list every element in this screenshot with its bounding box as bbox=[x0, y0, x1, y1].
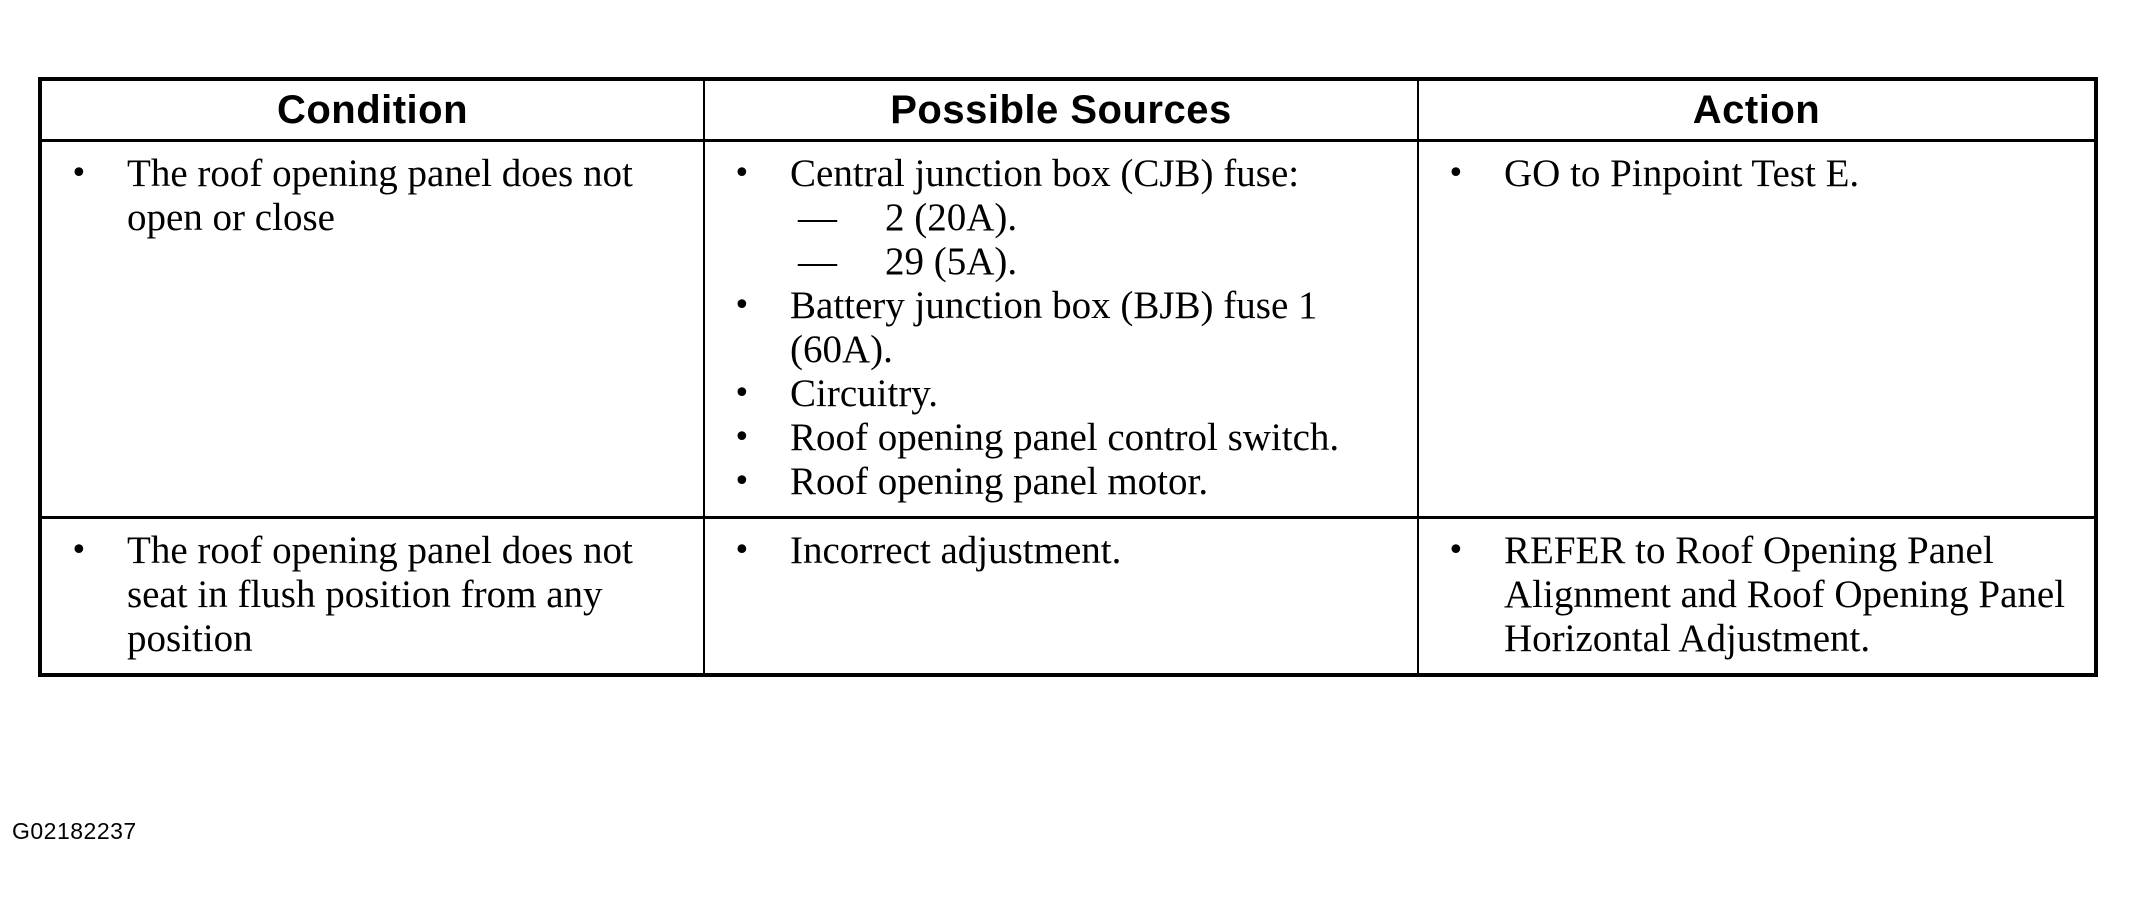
dash-icon: — bbox=[798, 196, 837, 239]
source-text: Roof opening panel control switch. bbox=[790, 416, 1340, 459]
condition-cell: • The roof opening panel does not seat i… bbox=[39, 516, 705, 677]
sub-source-text: 29 (5A). bbox=[885, 240, 1018, 283]
header-condition: Condition bbox=[39, 78, 705, 142]
list-item: • Central junction box (CJB) fuse: — 2 (… bbox=[723, 152, 1399, 284]
sub-source-text: 2 (20A). bbox=[885, 196, 1018, 239]
action-text: GO to Pinpoint Test E. bbox=[1504, 152, 1860, 195]
action-text: REFER to Roof Opening Panel Alignment an… bbox=[1504, 529, 2066, 660]
dash-icon: — bbox=[798, 240, 837, 283]
header-action: Action bbox=[1417, 78, 2097, 142]
list-item: • Roof opening panel motor. bbox=[723, 460, 1399, 504]
bullet-icon: • bbox=[733, 420, 751, 455]
sub-list-item: — 29 (5A). bbox=[790, 240, 1399, 284]
table-row: • The roof opening panel does not seat i… bbox=[39, 516, 2097, 677]
header-possible-sources: Possible Sources bbox=[703, 78, 1419, 142]
list-item: • Circuitry. bbox=[723, 372, 1399, 416]
sources-cell: • Incorrect adjustment. bbox=[703, 516, 1419, 677]
bullet-icon: • bbox=[733, 533, 751, 568]
list-item: • The roof opening panel does not open o… bbox=[60, 152, 685, 240]
list-item: • Battery junction box (BJB) fuse 1 (60A… bbox=[723, 284, 1399, 372]
bullet-icon: • bbox=[733, 156, 751, 191]
bullet-icon: • bbox=[70, 156, 88, 191]
bullet-icon: • bbox=[733, 464, 751, 499]
header-row: Condition Possible Sources Action bbox=[39, 78, 2097, 142]
list-item: • GO to Pinpoint Test E. bbox=[1437, 152, 2076, 196]
list-item: • REFER to Roof Opening Panel Alignment … bbox=[1437, 529, 2076, 661]
sources-cell: • Central junction box (CJB) fuse: — 2 (… bbox=[703, 139, 1419, 519]
condition-text: The roof opening panel does not seat in … bbox=[127, 529, 633, 660]
bullet-icon: • bbox=[1447, 156, 1465, 191]
figure-id-label: G02182237 bbox=[12, 818, 137, 844]
bullet-icon: • bbox=[1447, 533, 1465, 568]
bullet-icon: • bbox=[70, 533, 88, 568]
action-cell: • REFER to Roof Opening Panel Alignment … bbox=[1417, 516, 2097, 677]
diagnosis-table-container: Condition Possible Sources Action • The … bbox=[38, 77, 2098, 677]
bullet-icon: • bbox=[733, 288, 751, 323]
symptom-chart-table: Condition Possible Sources Action • The … bbox=[38, 77, 2098, 677]
source-text: Central junction box (CJB) fuse: bbox=[790, 152, 1300, 195]
table-row: • The roof opening panel does not open o… bbox=[39, 139, 2097, 519]
source-text: Roof opening panel motor. bbox=[790, 460, 1209, 503]
bullet-icon: • bbox=[733, 376, 751, 411]
list-item: • The roof opening panel does not seat i… bbox=[60, 529, 685, 661]
source-text: Circuitry. bbox=[790, 372, 939, 415]
source-text: Incorrect adjustment. bbox=[790, 529, 1122, 572]
action-cell: • GO to Pinpoint Test E. bbox=[1417, 139, 2097, 519]
source-text: Battery junction box (BJB) fuse 1 (60A). bbox=[790, 284, 1318, 371]
list-item: • Incorrect adjustment. bbox=[723, 529, 1399, 573]
condition-cell: • The roof opening panel does not open o… bbox=[39, 139, 705, 519]
condition-text: The roof opening panel does not open or … bbox=[127, 152, 633, 239]
list-item: • Roof opening panel control switch. bbox=[723, 416, 1399, 460]
sub-list-item: — 2 (20A). bbox=[790, 196, 1399, 240]
